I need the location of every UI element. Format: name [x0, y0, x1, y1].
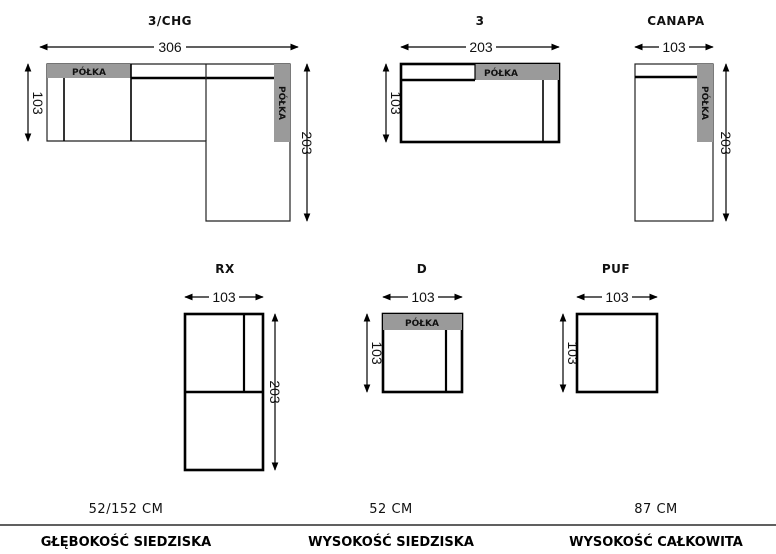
length-dimension: 203: [718, 131, 734, 155]
spec-value-seat-depth: 52/152 CM: [89, 502, 164, 517]
module-canapa: CANAPA 103 203 PÓŁKA: [634, 14, 734, 222]
module-label: 3: [476, 14, 485, 28]
spec-caption-seat-height: WYSOKOŚĆ SIEDZISKA: [308, 534, 474, 550]
shelf-label: PÓŁKA: [276, 86, 288, 120]
width-dimension: 103: [662, 39, 686, 55]
module-puf: PUF 103 103: [559, 262, 659, 394]
width-dimension: 103: [212, 289, 236, 305]
module-outline: [46, 63, 291, 222]
width-dimension: 103: [411, 289, 435, 305]
width-dimension: 203: [469, 39, 493, 55]
shelf-label: PÓŁKA: [72, 66, 106, 78]
shelf-label: PÓŁKA: [405, 317, 439, 329]
depth-dimension: 103: [565, 341, 581, 365]
module-label: PUF: [602, 262, 630, 276]
shelf: [274, 64, 290, 142]
module-d: D 103 103 PÓŁKA: [363, 262, 464, 394]
depth-dimension: 103: [30, 91, 46, 115]
module-3chg: 3/CHG 306 103 203 PÓŁKA PÓŁKA: [24, 14, 315, 222]
module-label: 3/CHG: [148, 14, 192, 28]
module-outline: [575, 312, 659, 394]
shelf: [383, 314, 462, 330]
spec-value-seat-height: 52 CM: [369, 502, 412, 517]
shelf-label: PÓŁKA: [484, 67, 518, 79]
shelf: [475, 64, 559, 80]
module-outline: [634, 63, 714, 222]
spec-value-total-height: 87 CM: [634, 502, 677, 517]
specs: 52/152 CM 52 CM 87 CM GŁĘBOKOŚĆ SIEDZISK…: [0, 502, 776, 550]
width-dimension: 306: [158, 39, 182, 55]
module-label: D: [417, 262, 427, 276]
shelf: [47, 64, 131, 78]
module-rx: RX 103 203: [183, 262, 283, 472]
spec-caption-total-height: WYSOKOŚĆ CAŁKOWITA: [569, 534, 743, 550]
width-dimension: 103: [605, 289, 629, 305]
length-dimension: 203: [299, 131, 315, 155]
shelf-label: PÓŁKA: [699, 86, 711, 120]
module-3: 3 203 103 PÓŁKA: [382, 14, 561, 144]
length-dimension: 203: [267, 380, 283, 404]
spec-caption-seat-depth: GŁĘBOKOŚĆ SIEDZISKA: [41, 534, 211, 550]
shelf: [697, 64, 713, 142]
module-label: RX: [215, 262, 235, 276]
depth-dimension: 103: [369, 341, 385, 365]
module-label: CANAPA: [647, 14, 705, 28]
